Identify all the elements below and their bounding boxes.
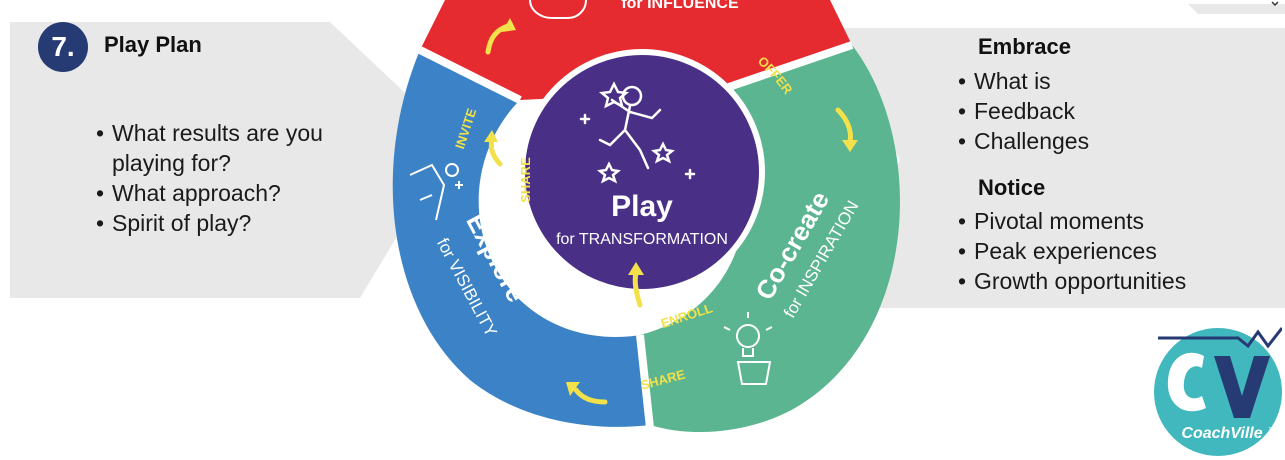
list-item: Peak experiences	[958, 236, 1186, 266]
play-figure-icon	[579, 81, 696, 184]
share-inner-label: SHARE	[518, 157, 533, 203]
wheel-center	[519, 49, 765, 295]
list-item: Pivotal moments	[958, 206, 1186, 236]
notice-heading: Notice	[978, 175, 1046, 200]
logo-trademark: ™	[1268, 427, 1275, 434]
play-cycle-wheel: Play for TRANSFORMATION for INFLUENCE OF…	[392, 0, 900, 433]
cycle-arrowheads	[484, 18, 858, 396]
list-item: Spirit of play?	[96, 208, 396, 238]
list-item: What approach?	[96, 178, 396, 208]
top-segment-label: for INFLUENCE	[621, 0, 739, 12]
play-plan-questions: What results are you playing for? What a…	[96, 118, 396, 238]
step-number-badge: 7.	[38, 22, 88, 72]
list-item: What results are you playing for?	[96, 118, 396, 178]
embrace-list: What is Feedback Challenges	[958, 66, 1089, 156]
climber-icon	[409, 163, 463, 221]
list-item: Growth opportunities	[958, 266, 1186, 296]
embrace-heading: Embrace	[978, 34, 1071, 59]
corner-decoration	[1188, 1, 1285, 14]
wheel-segment-green	[640, 45, 900, 433]
logo-brand-text: CoachVille	[1181, 425, 1262, 442]
list-item: Challenges	[958, 126, 1089, 156]
notice-list: Pivotal moments Peak experiences Growth …	[958, 206, 1186, 296]
center-title: Play	[611, 190, 673, 223]
center-subtitle: for TRANSFORMATION	[556, 231, 728, 248]
step-title: Play Plan	[104, 32, 202, 57]
list-item: What is	[958, 66, 1089, 96]
list-item: Feedback	[958, 96, 1089, 126]
handshake-icon	[529, 0, 587, 19]
wheel-segment-blue	[392, 50, 650, 427]
coachville-logo: CoachVille ™	[1154, 327, 1282, 456]
lightbulb-icon	[723, 312, 773, 385]
